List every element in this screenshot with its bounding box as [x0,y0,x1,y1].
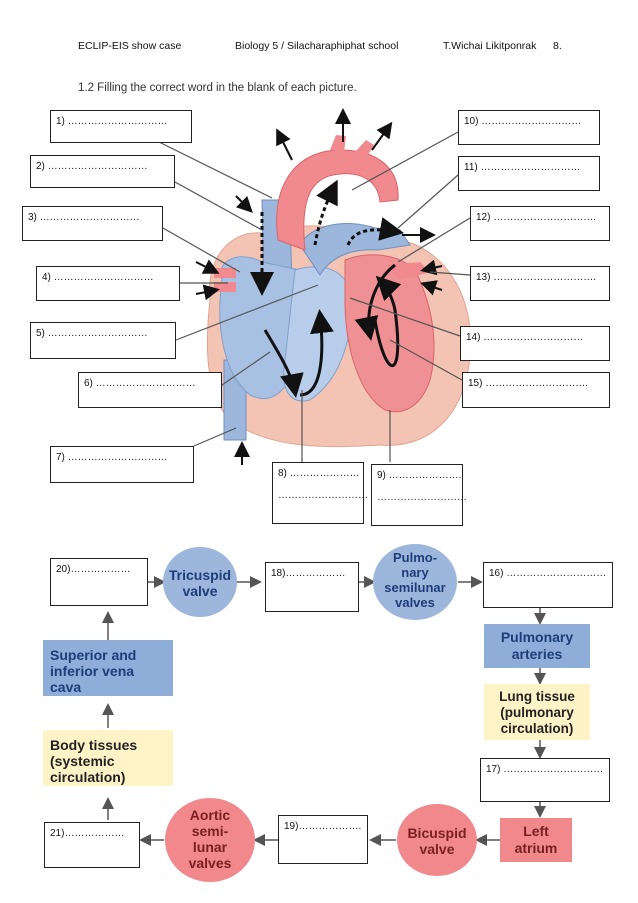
blank-5[interactable]: 5) ………………………… [30,322,176,359]
blank-3[interactable]: 3) ………………………… [22,206,163,241]
blank-19[interactable]: 19)………………. [278,815,368,864]
blank-4[interactable]: 4) ………………………… [36,266,180,301]
body-text-3: circulation) [50,769,125,785]
blank-11[interactable]: 11) ………………………… [458,156,600,191]
body-text-1: Body tissues [50,737,137,753]
blank-14-label: 14) ………………………… [466,332,584,343]
blank-7[interactable]: 7) ………………………… [50,446,194,483]
blank-7-label: 7) ………………………… [56,452,168,463]
header-left: ECLIP-EIS show case [78,40,182,52]
lung-text-3: circulation) [501,721,574,736]
blank-2-label: 2) ………………………… [36,161,148,172]
blank-12-label: 12) …………………………. [476,212,597,223]
blank-18[interactable]: 18)……………… [265,562,359,612]
pulmo-text-4: valves [395,595,435,610]
blank-19-label: 19)………………. [284,821,362,832]
left-atrium-text-1: Left [523,823,549,839]
blank-8-label-1: 8) ………………… [278,468,360,479]
blank-10[interactable]: 10) ………………………… [458,110,600,145]
lung-text-1: Lung tissue [499,689,575,704]
body-text-2: (systemic [50,753,115,769]
header-middle: Biology 5 / Silacharaphiphat school [235,40,399,52]
blank-9[interactable]: 9) …………………. ……………………… [371,464,467,526]
blank-16-label: 16) ………………………… [489,568,607,579]
blank-21[interactable]: 21)……………… [44,822,140,868]
blank-6[interactable]: 6) ………………………… [78,372,222,408]
pulm-arteries-text-2: arteries [512,646,563,662]
bicuspid-text-2: valve [419,841,454,857]
heart-illustration [195,108,471,465]
blank-8-label-2: ……………………… [278,490,368,501]
blank-13-label: 13) …………………………. [476,272,597,283]
blank-17[interactable]: 17) ………………………… [480,758,610,802]
aortic-text-2: semi- [192,823,229,839]
instruction: 1.2 Filling the correct word in the blan… [78,82,357,94]
blank-13[interactable]: 13) …………………………. [470,266,610,301]
left-atrium-text-2: atrium [515,840,558,856]
blank-16[interactable]: 16) ………………………… [483,562,613,608]
flow-graphics: Tricuspid valve Pulmo- nary semilunar va… [43,544,590,882]
pulmo-text-3: semilunar [384,580,445,595]
blank-2[interactable]: 2) ………………………… [30,155,175,188]
blank-8[interactable]: 8) ………………… ……………………… [272,462,368,524]
blank-14[interactable]: 14) ………………………… [460,326,610,361]
blank-6-label: 6) ………………………… [84,378,196,389]
blank-10-label: 10) ………………………… [464,116,582,127]
blank-11-label: 11) ………………………… [464,162,581,173]
header-right: T.Wichai Likitponrak [443,40,537,52]
blank-4-label: 4) ………………………… [42,272,154,283]
tricuspid-text-1: Tricuspid [169,567,231,583]
vena-text-3: cava [50,679,81,695]
lung-text-2: (pulmonary [500,705,574,720]
bicuspid-text-1: Bicuspid [407,825,466,841]
pulmo-text-1: Pulmo- [393,550,437,565]
blank-17-label: 17) ………………………… [486,764,604,775]
header-page: 8. [553,40,562,52]
vena-text-2: inferior vena [50,663,134,679]
blank-18-label: 18)……………… [271,568,346,579]
aortic-text-1: Aortic [190,807,231,823]
blank-9-label-2: ……………………… [377,492,467,503]
blank-5-label: 5) ………………………… [36,328,148,339]
tricuspid-text-2: valve [182,583,217,599]
aortic-text-3: lunar [193,839,228,855]
blank-1-label: 1) ………………………… [56,116,168,127]
pulm-arteries-text-1: Pulmonary [501,629,574,645]
blank-9-label-1: 9) …………………. [377,470,462,481]
blank-15-label: 15) …………………………. [468,378,589,389]
leader-lines [154,131,471,462]
blank-15[interactable]: 15) …………………………. [462,372,610,408]
blank-20-label: 20)……………… [56,564,131,575]
aortic-text-4: valves [189,855,232,871]
vena-text-1: Superior and [50,647,136,663]
blank-21-label: 21)……………… [50,828,125,839]
blank-1[interactable]: 1) ………………………… [50,110,192,143]
blank-3-label: 3) ………………………… [28,212,140,223]
blank-12[interactable]: 12) …………………………. [470,206,610,241]
pulmo-text-2: nary [401,565,429,580]
blank-20[interactable]: 20)……………… [50,558,148,606]
